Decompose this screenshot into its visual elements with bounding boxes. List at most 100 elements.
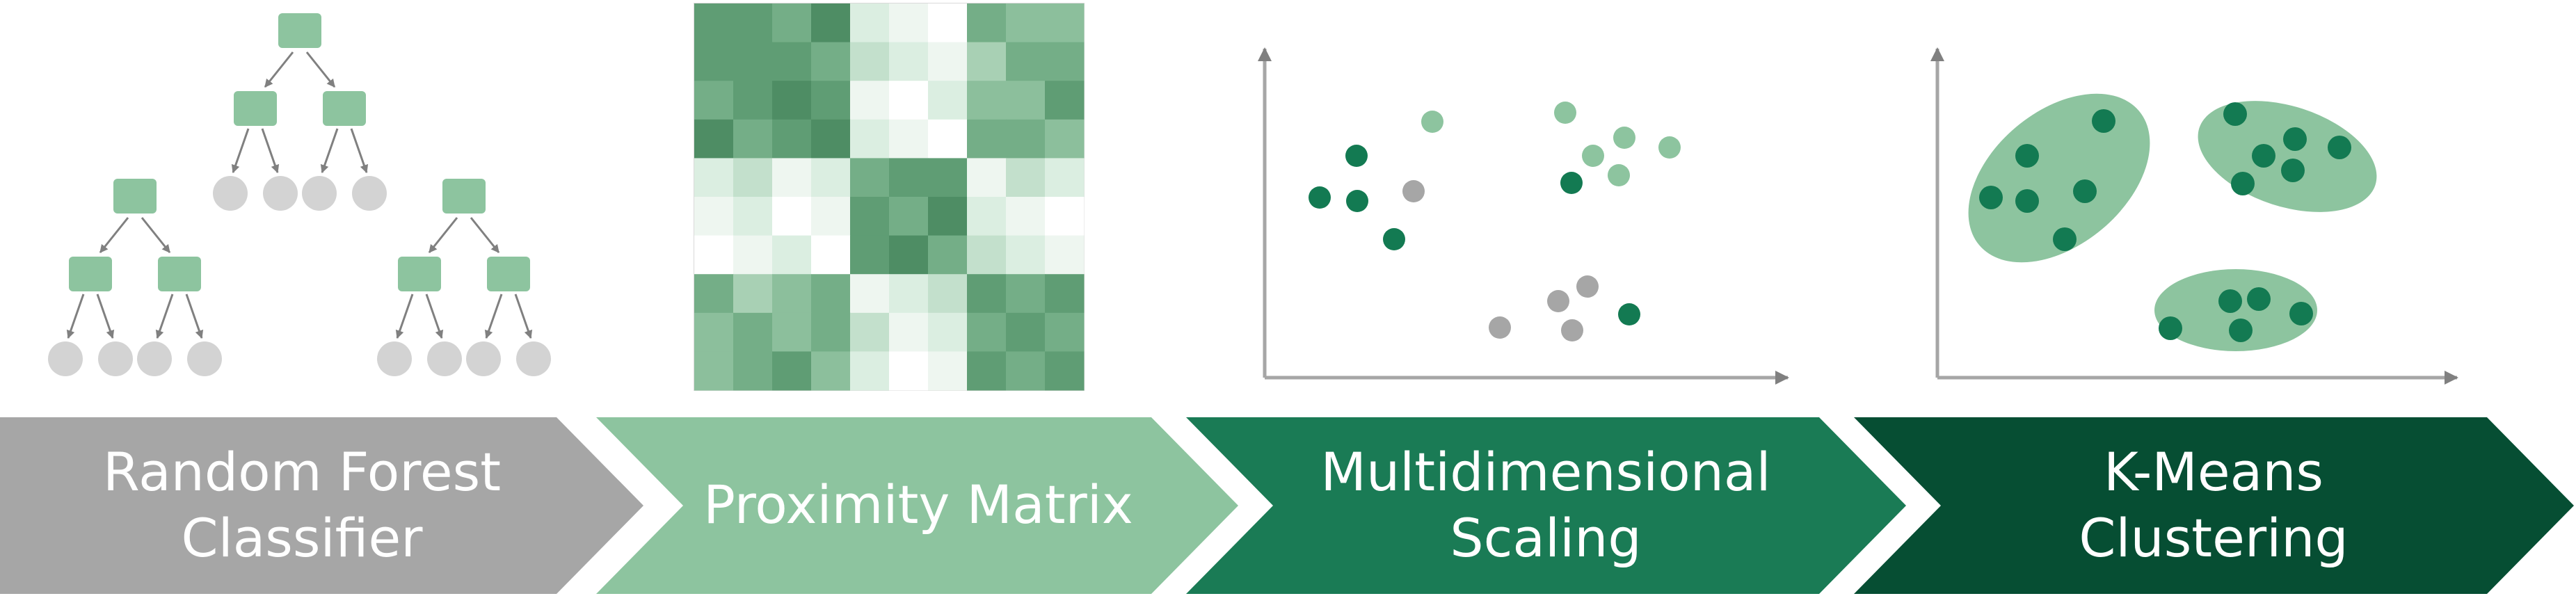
matrix-cell — [850, 274, 890, 314]
matrix-cell — [967, 235, 1007, 275]
scatter-point — [1345, 145, 1368, 167]
scatter-point — [1608, 164, 1630, 186]
tree-node — [442, 179, 486, 214]
matrix-cell — [850, 158, 890, 198]
scatter-point — [1561, 319, 1583, 341]
cluster-point — [2218, 289, 2242, 313]
matrix-cell — [1045, 158, 1085, 198]
scatter-point — [1402, 180, 1425, 202]
tree-edge — [305, 51, 336, 88]
stage-label-line2: Classifier — [182, 507, 424, 569]
cluster-point — [2247, 287, 2271, 311]
matrix-cell — [811, 312, 851, 352]
matrix-cell — [811, 81, 851, 120]
cluster-ellipse — [1968, 93, 2150, 263]
matrix-cell — [889, 3, 929, 43]
tree-edge — [350, 128, 369, 174]
tree-edge — [428, 217, 458, 253]
matrix-cell — [889, 235, 929, 275]
matrix-cell — [1006, 197, 1046, 236]
stage-chevron — [1186, 417, 1906, 594]
matrix-cell — [772, 351, 812, 391]
tree-leaf — [213, 176, 248, 211]
stage-label-line1: Random Forest — [103, 441, 501, 503]
matrix-cell — [850, 351, 890, 391]
matrix-cell — [733, 351, 773, 391]
tree-node — [278, 13, 321, 48]
matrix-cell — [967, 312, 1007, 352]
tree-edge — [484, 293, 503, 339]
stage-random-forest: Random Forest Classifier — [0, 417, 643, 594]
tree-edge — [425, 293, 444, 339]
matrix-cell — [1045, 3, 1085, 43]
scatter-point — [1346, 190, 1368, 212]
scatter-point — [1489, 316, 1511, 339]
scatter-point — [1383, 228, 1405, 250]
matrix-cell — [772, 3, 812, 43]
matrix-cell — [694, 197, 734, 236]
matrix-cell — [889, 158, 929, 198]
tree-edge — [261, 128, 280, 174]
cluster-point — [1979, 186, 2003, 209]
scatter-point — [1582, 145, 1604, 167]
tree-leaf — [98, 341, 133, 376]
scatter-point — [1560, 172, 1583, 194]
matrix-cell — [1006, 158, 1046, 198]
matrix-cell — [772, 81, 812, 120]
matrix-cell — [694, 81, 734, 120]
scatter-point — [1576, 275, 1599, 298]
matrix-cell — [733, 42, 773, 81]
proximity-matrix-illustration — [694, 3, 1085, 391]
matrix-cell — [928, 274, 968, 314]
cluster-point — [2252, 144, 2275, 168]
tree-leaf — [516, 341, 551, 376]
matrix-cell — [928, 158, 968, 198]
matrix-cell — [850, 119, 890, 159]
matrix-cell — [1045, 351, 1085, 391]
stage-chevron — [596, 417, 1238, 594]
matrix-cell — [928, 3, 968, 43]
tree-leaf — [137, 341, 172, 376]
matrix-cell — [733, 81, 773, 120]
stage-label-line1: Proximity Matrix — [703, 474, 1133, 536]
cluster-point — [2223, 102, 2247, 126]
stage-kmeans-clustering: K-Means Clustering — [1854, 417, 2574, 594]
cluster-ellipse — [2198, 101, 2377, 212]
matrix-cell — [850, 81, 890, 120]
tree-edge — [514, 293, 533, 339]
stage-proximity-matrix: Proximity Matrix — [596, 417, 1238, 594]
matrix-cell — [889, 312, 929, 352]
matrix-cell — [811, 235, 851, 275]
matrix-cell — [1045, 274, 1085, 314]
mds-scatter-illustration — [1258, 47, 1789, 385]
matrix-cell — [733, 312, 773, 352]
cluster-point — [2015, 189, 2039, 213]
stage-label-line2: Scaling — [1450, 507, 1641, 569]
cluster-point — [2281, 159, 2305, 182]
stage-label-line1: K-Means — [2104, 441, 2323, 503]
matrix-cell — [967, 42, 1007, 81]
matrix-cell — [889, 81, 929, 120]
matrix-cell — [1006, 312, 1046, 352]
decision-tree — [377, 179, 551, 376]
matrix-cell — [733, 3, 773, 43]
matrix-cell — [967, 158, 1007, 198]
tree-leaf — [48, 341, 83, 376]
matrix-cell — [889, 351, 929, 391]
matrix-cell — [850, 235, 890, 275]
cluster-point — [2283, 127, 2307, 151]
matrix-cell — [850, 312, 890, 352]
matrix-cell — [967, 197, 1007, 236]
matrix-cell — [772, 312, 812, 352]
matrix-cell — [889, 119, 929, 159]
tree-node — [487, 257, 530, 291]
tree-node — [234, 91, 277, 126]
matrix-cell — [811, 119, 851, 159]
matrix-cell — [811, 274, 851, 314]
tree-node — [69, 257, 112, 291]
tree-leaf — [427, 341, 462, 376]
matrix-cell — [1006, 274, 1046, 314]
matrix-cell — [811, 158, 851, 198]
matrix-cell — [1045, 235, 1085, 275]
